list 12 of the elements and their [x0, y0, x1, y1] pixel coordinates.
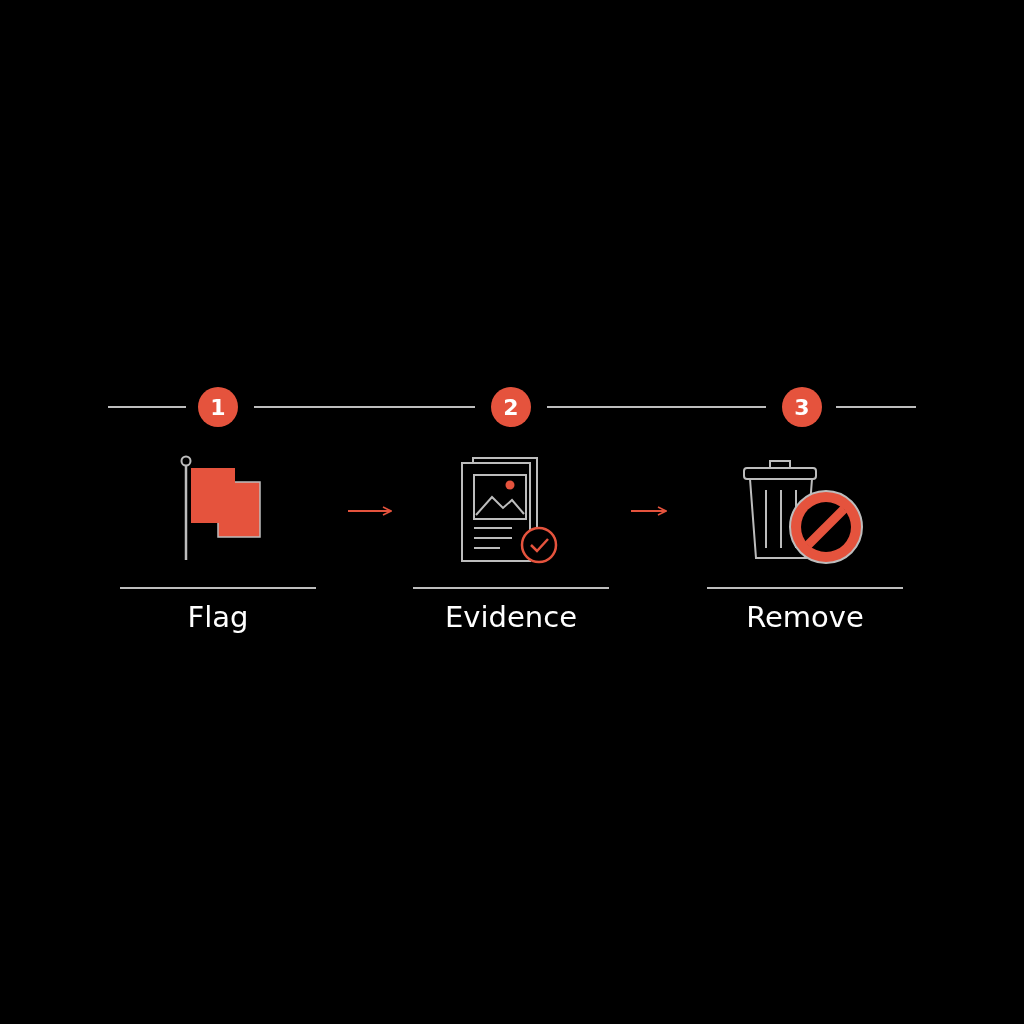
arrow: [630, 506, 667, 516]
connector-line: [253, 406, 476, 408]
arrow: [347, 506, 392, 516]
step-label: Flag: [186, 600, 250, 634]
connector-line: [546, 406, 767, 408]
step-label: Evidence: [444, 600, 578, 634]
step-number-badge: 2: [491, 387, 531, 427]
step-label: Remove: [745, 600, 865, 634]
step-number-badge: 3: [782, 387, 822, 427]
connector-line: [835, 406, 917, 408]
connector-line: [107, 406, 187, 408]
step-number-badge: 1: [198, 387, 238, 427]
